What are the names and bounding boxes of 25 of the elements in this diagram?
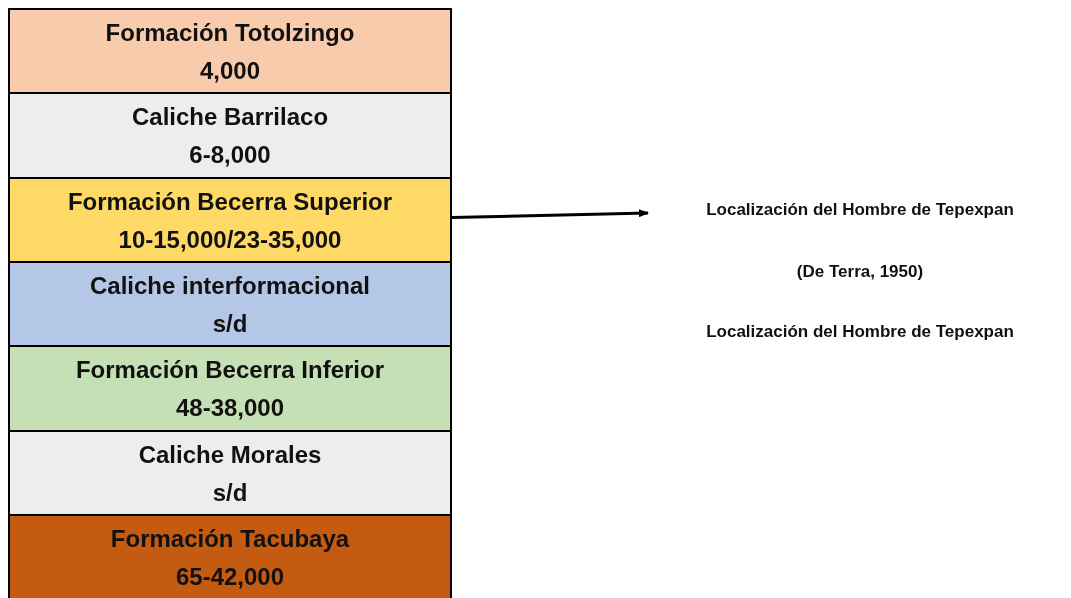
layer-name: Caliche Barrilaco [131,102,329,133]
age-value: 65-42,000 [175,561,285,592]
layer-name: Formación Totolzingo [105,18,355,48]
rock-layer [8,92,452,179]
age-value: 6-8,000 [189,140,271,171]
age-value: 10-15,000/23-35,000 [118,224,342,255]
rock-layer [8,176,452,263]
age-value: s/d [212,308,248,339]
rock-layer [8,513,452,598]
annotation-text: Localización del Hombre de Tepexpan [705,322,1015,342]
rock-layer [8,429,452,516]
rock-layer [8,345,452,432]
age-value: s/d [212,477,248,508]
citation-text: (De Terra, 1950) [795,262,925,282]
layer-name: Formación Tacubaya [110,523,350,554]
layer-name: Caliche Morales [138,439,322,470]
layer-name: Formación Becerra Superior [67,186,393,217]
annotation-text: Localización del Hombre de Tepexpan [650,200,1070,220]
age-value: 48-38,000 [175,393,285,424]
arrow [451,209,649,220]
age-value: 4,000 [199,56,261,86]
layer-name: Caliche interformacional [89,270,371,301]
rock-layer [8,260,452,347]
rock-layer [8,8,452,94]
layer-name: Formación Becerra Inferior [75,355,385,386]
